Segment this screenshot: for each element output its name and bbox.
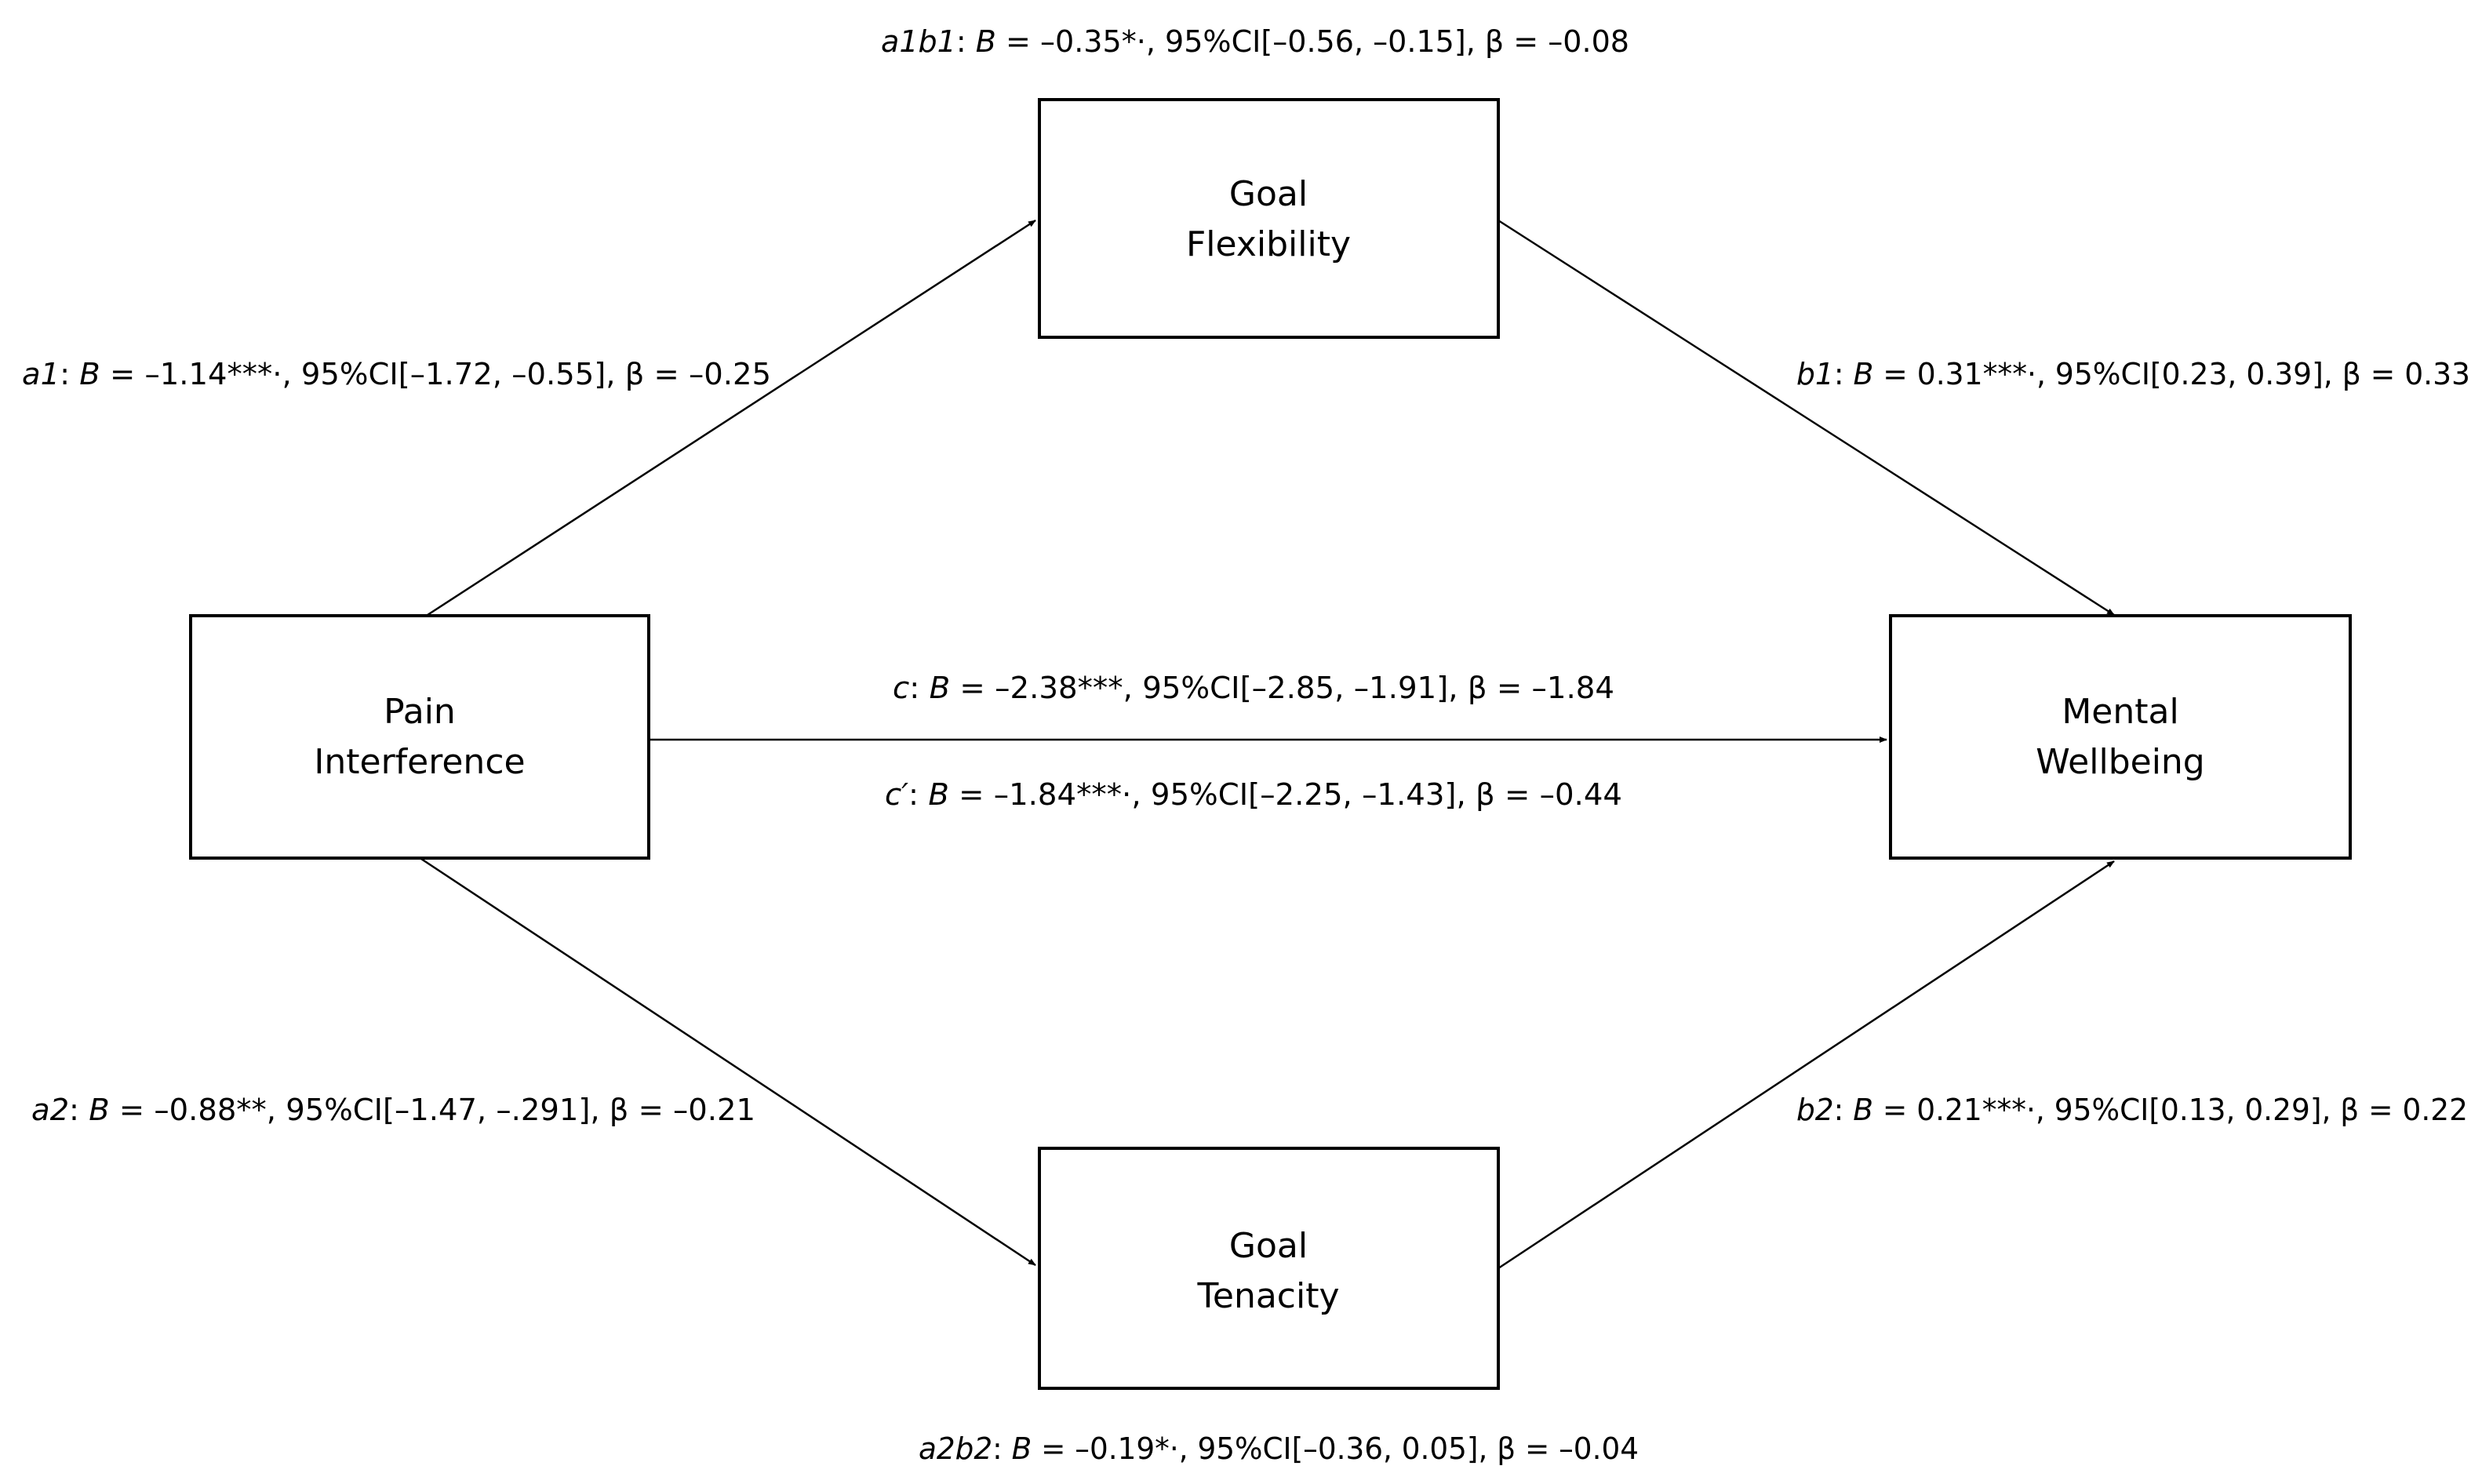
node-goal-flexibility-line2: Flexibility: [1186, 224, 1351, 264]
node-goal-tenacity-line2: Tenacity: [1196, 1276, 1339, 1316]
label-b2: b2: B = 0.21***·, 95%CI[0.13, 0.29], β =…: [1796, 1093, 2468, 1127]
label-a1b1-name: a1b1: [881, 24, 956, 59]
label-c-prime-rest: = –1.84***·, 95%CI[–2.25, –1.43], β = –0…: [949, 777, 1622, 812]
label-a2-rest: = –0.88**, 95%CI[–1.47, –.291], β = –0.2…: [110, 1093, 755, 1127]
label-a2b2-sep: :: [992, 1431, 1011, 1466]
node-goal-tenacity-line1: Goal: [1229, 1226, 1308, 1266]
node-goal-tenacity: Goal Tenacity: [1038, 1147, 1500, 1390]
label-b1: b1: B = 0.31***·, 95%CI[0.23, 0.39], β =…: [1796, 357, 2470, 391]
label-b2-sep: :: [1834, 1093, 1854, 1127]
label-c-prime: c′: B = –1.84***·, 95%CI[–2.25, –1.43], …: [885, 777, 1622, 812]
label-a1: a1: B = –1.14***·, 95%CI[–1.72, –0.55], …: [22, 357, 771, 391]
edge-goal-flexibility-to-mental-wellbeing: [1498, 219, 2115, 617]
label-a1b1-rest: = –0.35*·, 95%CI[–0.56, –0.15], β = –0.0…: [996, 24, 1629, 59]
label-c: c: B = –2.38***, 95%CI[–2.85, –1.91], β …: [893, 671, 1614, 705]
label-a1-coef: B: [79, 357, 100, 391]
label-b2-coef: B: [1853, 1093, 1873, 1127]
label-c-coef: B: [930, 671, 951, 705]
node-mental-wellbeing-line1: Mental: [2062, 692, 2178, 732]
label-a2: a2: B = –0.88**, 95%CI[–1.47, –.291], β …: [31, 1093, 755, 1127]
edge-pain-to-goal-flexibility: [427, 219, 1036, 617]
label-a1-rest: = –1.14***·, 95%CI[–1.72, –0.55], β = –0…: [100, 357, 771, 391]
label-b2-rest: = 0.21***·, 95%CI[0.13, 0.29], β = 0.22: [1873, 1093, 2468, 1127]
node-pain-interference-line1: Pain: [384, 692, 456, 732]
label-a1b1-sep: :: [956, 24, 976, 59]
node-pain-interference-line2: Interference: [314, 742, 525, 782]
node-mental-wellbeing: Mental Wellbeing: [1889, 614, 2352, 860]
node-goal-flexibility: Goal Flexibility: [1038, 98, 1500, 339]
node-mental-wellbeing-line2: Wellbeing: [2036, 742, 2205, 782]
edge-pain-to-goal-tenacity: [420, 857, 1036, 1267]
label-a2b2-name: a2b2: [919, 1431, 992, 1466]
label-c-name: c: [893, 671, 909, 705]
label-c-prime-name: c′: [885, 777, 908, 812]
label-b2-name: b2: [1796, 1093, 1834, 1127]
label-c-rest: = –2.38***, 95%CI[–2.85, –1.91], β = –1.…: [950, 671, 1614, 705]
node-goal-flexibility-line1: Goal: [1229, 174, 1308, 214]
label-c-prime-coef: B: [928, 777, 949, 812]
label-b1-sep: :: [1834, 357, 1854, 391]
label-a2b2-rest: = –0.19*·, 95%CI[–0.36, 0.05], β = –0.04: [1032, 1431, 1639, 1466]
label-a2-coef: B: [89, 1093, 109, 1127]
label-a2-sep: :: [69, 1093, 89, 1127]
label-c-sep: :: [909, 671, 929, 705]
label-a2-name: a2: [31, 1093, 69, 1127]
edge-goal-tenacity-to-mental-wellbeing: [1498, 860, 2115, 1270]
label-c-prime-sep: :: [908, 777, 928, 812]
label-a1b1-coef: B: [976, 24, 996, 59]
label-a2b2: a2b2: B = –0.19*·, 95%CI[–0.36, 0.05], β…: [919, 1431, 1639, 1466]
label-b1-coef: B: [1853, 357, 1873, 391]
label-a1-sep: :: [60, 357, 79, 391]
label-a1-name: a1: [22, 357, 60, 391]
label-a1b1: a1b1: B = –0.35*·, 95%CI[–0.56, –0.15], …: [881, 24, 1629, 59]
label-a2b2-coef: B: [1012, 1431, 1032, 1466]
node-pain-interference: Pain Interference: [189, 614, 650, 860]
label-b1-name: b1: [1796, 357, 1834, 391]
label-b1-rest: = 0.31***·, 95%CI[0.23, 0.39], β = 0.33: [1873, 357, 2470, 391]
